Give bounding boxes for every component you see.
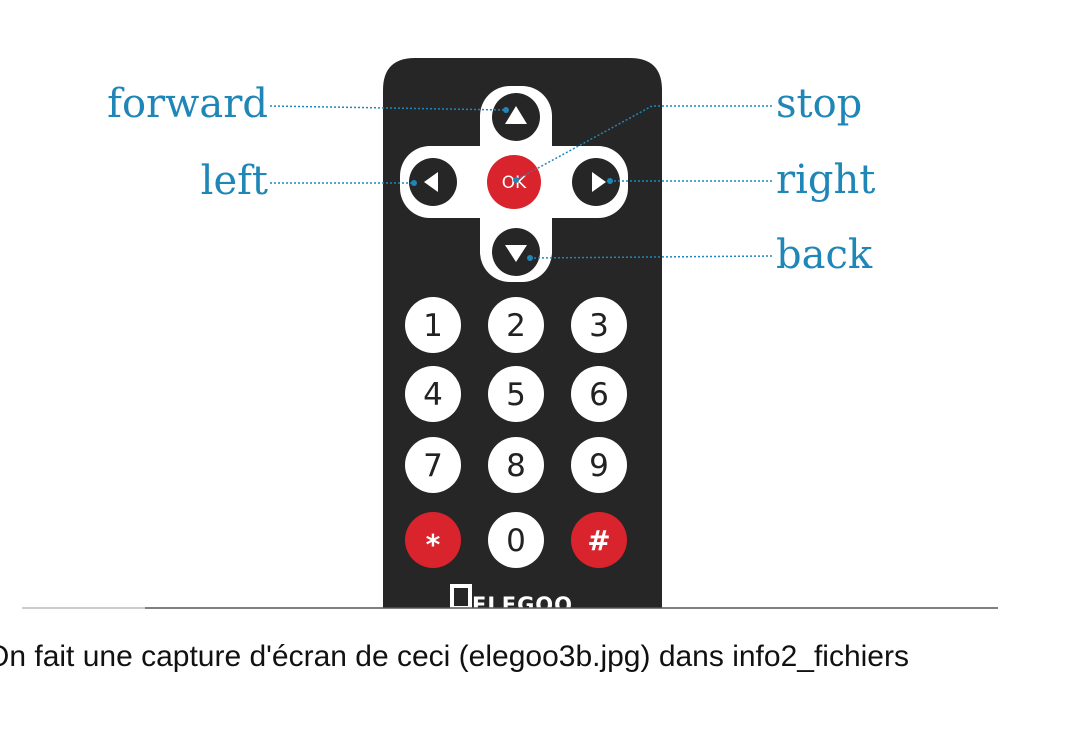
callout-lines (269, 105, 773, 259)
key-3[interactable]: 3 (571, 297, 627, 353)
key-star[interactable]: * (405, 512, 461, 568)
label-back: back (776, 232, 873, 278)
label-left: left (201, 158, 268, 204)
remote-figure: OK 1 2 3 4 5 6 7 (22, 58, 998, 612)
label-stop: stop (776, 81, 862, 127)
left-button[interactable] (409, 158, 457, 206)
right-button[interactable] (572, 158, 620, 206)
key-6[interactable]: 6 (571, 366, 627, 422)
key-7[interactable]: 7 (405, 437, 461, 493)
key-label: 6 (589, 377, 609, 413)
down-arrow-icon (505, 245, 527, 262)
key-1[interactable]: 1 (405, 297, 461, 353)
key-label: 5 (506, 377, 526, 413)
key-5[interactable]: 5 (488, 366, 544, 422)
key-label: 1 (423, 308, 443, 344)
brand-label: ELEGOO (472, 593, 573, 612)
callout-dots (411, 107, 613, 261)
key-label: 0 (506, 523, 526, 559)
key-label: # (587, 524, 610, 557)
key-2[interactable]: 2 (488, 297, 544, 353)
key-label: 7 (423, 448, 443, 484)
keypad: 1 2 3 4 5 6 7 8 (405, 297, 627, 568)
up-button[interactable] (492, 93, 540, 141)
key-0[interactable]: 0 (488, 512, 544, 568)
right-arrow-icon (592, 172, 606, 192)
ok-label: OK (502, 173, 527, 193)
key-8[interactable]: 8 (488, 437, 544, 493)
key-9[interactable]: 9 (571, 437, 627, 493)
up-arrow-icon (505, 106, 527, 124)
left-arrow-icon (424, 172, 438, 192)
down-button[interactable] (492, 228, 540, 276)
label-forward: forward (107, 81, 268, 127)
caption-text: On fait une capture d'écran de ceci (ele… (0, 640, 909, 673)
key-label: 4 (423, 377, 443, 413)
key-label: 2 (506, 308, 526, 344)
key-4[interactable]: 4 (405, 366, 461, 422)
key-hash[interactable]: # (571, 512, 627, 568)
key-label: 9 (589, 448, 609, 484)
key-label: 3 (589, 308, 609, 344)
label-right: right (776, 157, 875, 203)
key-label: * (426, 528, 441, 561)
key-label: 8 (506, 448, 526, 484)
